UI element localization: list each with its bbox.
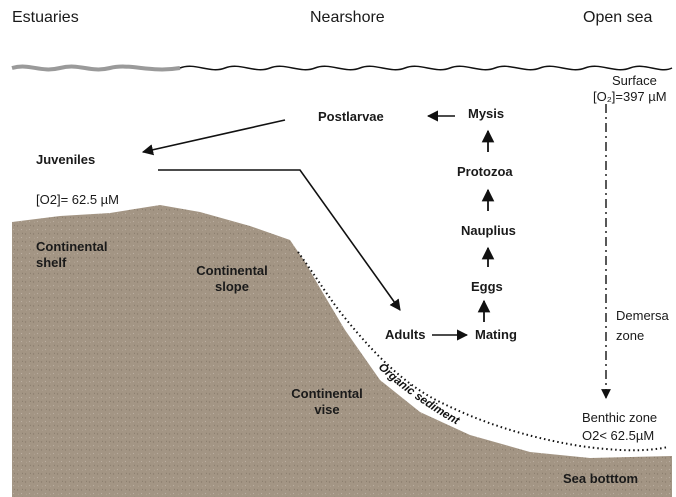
continental-vise-line1: Continental	[285, 386, 369, 402]
benthic-zone-label: Benthic zone	[582, 410, 657, 426]
zone-estuaries: Estuaries	[12, 9, 79, 27]
stage-nauplius: Nauplius	[461, 223, 516, 238]
stage-juveniles: Juveniles	[36, 152, 95, 167]
continental-shelf-label: Continental shelf	[36, 239, 108, 271]
continental-shelf-line2: shelf	[36, 255, 108, 271]
continental-slope-line1: Continental	[190, 263, 274, 279]
sea-bottom-label: Sea botttom	[563, 471, 638, 487]
stage-mysis: Mysis	[468, 106, 504, 121]
surface-label: Surface	[612, 73, 657, 89]
continental-slope-line2: slope	[190, 279, 274, 295]
zone-nearshore: Nearshore	[310, 9, 385, 27]
stage-postlarvae: Postlarvae	[318, 109, 384, 124]
surface-o2-label: [O₂]=397 µM	[593, 89, 667, 105]
stage-mating: Mating	[475, 327, 517, 342]
continental-slope-label: Continental slope	[190, 263, 274, 295]
continental-shelf-line1: Continental	[36, 239, 108, 255]
continental-vise-line2: vise	[285, 402, 369, 418]
sea-surface-line	[180, 66, 672, 69]
seabed	[12, 205, 672, 497]
stage-adults: Adults	[385, 327, 425, 342]
stage-eggs: Eggs	[471, 279, 503, 294]
benthic-o2-label: O2< 62.5µM	[582, 428, 654, 444]
sea-surface-left-line	[12, 67, 180, 70]
stage-protozoa: Protozoa	[457, 164, 513, 179]
arrow-postlarvae-to-juveniles	[143, 120, 285, 152]
demersal-zone-label-line2: zone	[616, 328, 644, 344]
continental-vise-label: Continental vise	[285, 386, 369, 418]
juvenile-o2-label: [O2]= 62.5 µM	[36, 192, 119, 207]
zone-open-sea: Open sea	[583, 9, 652, 27]
demersal-zone-label-line1: Demersa	[616, 308, 669, 324]
